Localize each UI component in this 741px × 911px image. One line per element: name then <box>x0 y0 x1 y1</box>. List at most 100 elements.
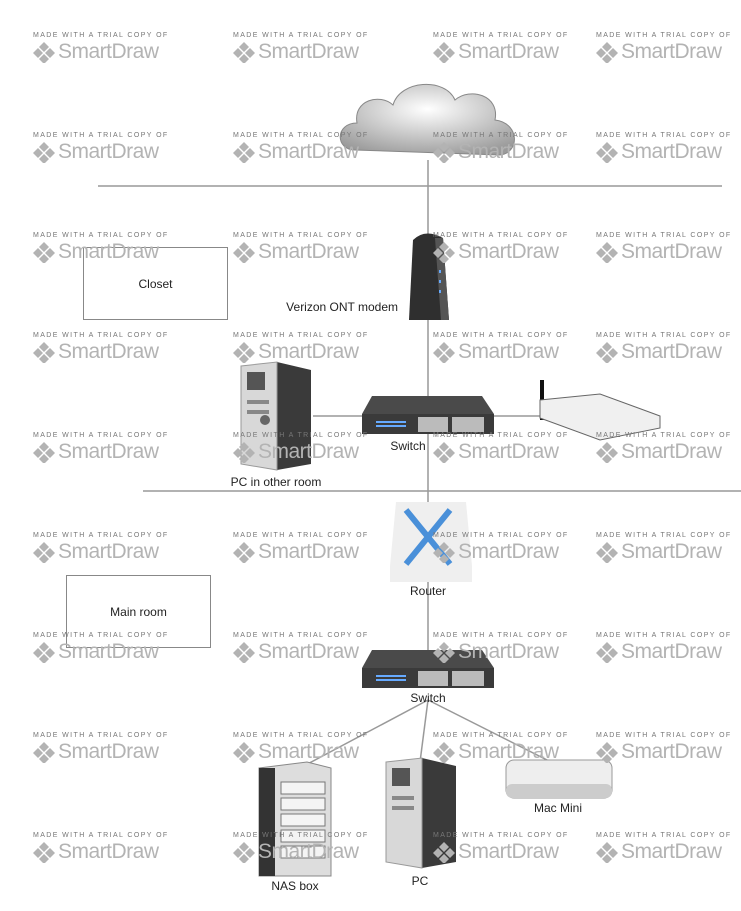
smartdraw-logo-icon <box>233 442 255 463</box>
watermark-text: MADE WITH A TRIAL COPY OF <box>233 232 369 239</box>
smartdraw-logo-icon <box>433 42 455 63</box>
watermark-brand: SmartDraw <box>58 340 159 363</box>
zone-main-room-label: Main room <box>110 604 167 619</box>
watermark-brand: SmartDraw <box>458 240 559 263</box>
nas-label: NAS box <box>271 879 319 893</box>
watermark-text: MADE WITH A TRIAL COPY OF <box>33 232 169 239</box>
pc-link <box>419 699 429 763</box>
smartdraw-logo-icon <box>233 542 255 563</box>
watermark-brand: SmartDraw <box>58 40 159 63</box>
watermark-text: MADE WITH A TRIAL COPY OF <box>33 32 169 39</box>
watermark-brand: SmartDraw <box>621 40 722 63</box>
smartdraw-logo-icon <box>233 742 255 763</box>
watermark-text: MADE WITH A TRIAL COPY OF <box>233 832 369 839</box>
watermark-brand: SmartDraw <box>58 740 159 763</box>
watermark-text: MADE WITH A TRIAL COPY OF <box>433 732 569 739</box>
watermark-text: MADE WITH A TRIAL COPY OF <box>433 332 569 339</box>
smartdraw-logo-icon <box>433 542 455 563</box>
watermark-brand: SmartDraw <box>58 840 159 863</box>
smartdraw-logo-icon <box>33 642 55 663</box>
watermark-text: MADE WITH A TRIAL COPY OF <box>596 532 732 539</box>
watermark-text: MADE WITH A TRIAL COPY OF <box>433 532 569 539</box>
smartdraw-logo-icon <box>433 142 455 163</box>
watermark-text: MADE WITH A TRIAL COPY OF <box>33 132 169 139</box>
watermark-brand: SmartDraw <box>58 540 159 563</box>
watermark-brand: SmartDraw <box>258 240 359 263</box>
smartdraw-logo-icon <box>596 142 618 163</box>
mac-mini-label: Mac Mini <box>533 801 583 815</box>
watermark-text: MADE WITH A TRIAL COPY OF <box>433 232 569 239</box>
watermark-text: MADE WITH A TRIAL COPY OF <box>596 332 732 339</box>
watermark-brand: SmartDraw <box>458 140 559 163</box>
watermark-text: MADE WITH A TRIAL COPY OF <box>596 632 732 639</box>
smartdraw-logo-icon <box>596 42 618 63</box>
watermark-brand: SmartDraw <box>58 140 159 163</box>
smartdraw-logo-icon <box>596 442 618 463</box>
watermark-text: MADE WITH A TRIAL COPY OF <box>233 532 369 539</box>
watermark-text: MADE WITH A TRIAL COPY OF <box>233 632 369 639</box>
watermark-text: MADE WITH A TRIAL COPY OF <box>433 432 569 439</box>
smartdraw-logo-icon <box>596 742 618 763</box>
switch-closet-label: Switch <box>390 439 426 453</box>
watermark-brand: SmartDraw <box>458 540 559 563</box>
smartdraw-logo-icon <box>33 842 55 863</box>
smartdraw-logo-icon <box>33 542 55 563</box>
smartdraw-logo-icon <box>33 242 55 263</box>
mac-link <box>427 699 556 765</box>
smartdraw-logo-icon <box>233 242 255 263</box>
smartdraw-logo-icon <box>233 142 255 163</box>
watermark-brand: SmartDraw <box>58 640 159 663</box>
watermark-brand: SmartDraw <box>458 640 559 663</box>
watermark-text: MADE WITH A TRIAL COPY OF <box>596 132 732 139</box>
router-icon <box>390 502 472 582</box>
pc-label: PC <box>411 874 429 888</box>
watermark-brand: SmartDraw <box>621 840 722 863</box>
watermark-text: MADE WITH A TRIAL COPY OF <box>596 232 732 239</box>
watermark-brand: SmartDraw <box>58 240 159 263</box>
watermark-text: MADE WITH A TRIAL COPY OF <box>596 832 732 839</box>
pc-tower-icon <box>240 361 311 471</box>
wireless-router-icon <box>539 380 661 441</box>
router-label: Router <box>409 584 447 598</box>
watermark-brand: SmartDraw <box>258 140 359 163</box>
smartdraw-logo-icon <box>33 742 55 763</box>
watermark-text: MADE WITH A TRIAL COPY OF <box>33 432 169 439</box>
switch-icon <box>362 396 494 434</box>
zone-main-room: Main room <box>66 575 211 648</box>
watermark-text: MADE WITH A TRIAL COPY OF <box>233 132 369 139</box>
smartdraw-logo-icon <box>233 42 255 63</box>
smartdraw-logo-icon <box>433 842 455 863</box>
watermark-brand: SmartDraw <box>258 840 359 863</box>
watermark-brand: SmartDraw <box>621 740 722 763</box>
zone-closet-label: Closet <box>138 276 173 291</box>
watermark-text: MADE WITH A TRIAL COPY OF <box>233 432 369 439</box>
smartdraw-logo-icon <box>33 42 55 63</box>
watermark-text: MADE WITH A TRIAL COPY OF <box>33 832 169 839</box>
internet-cloud-icon <box>339 84 515 156</box>
smartdraw-logo-icon <box>433 642 455 663</box>
